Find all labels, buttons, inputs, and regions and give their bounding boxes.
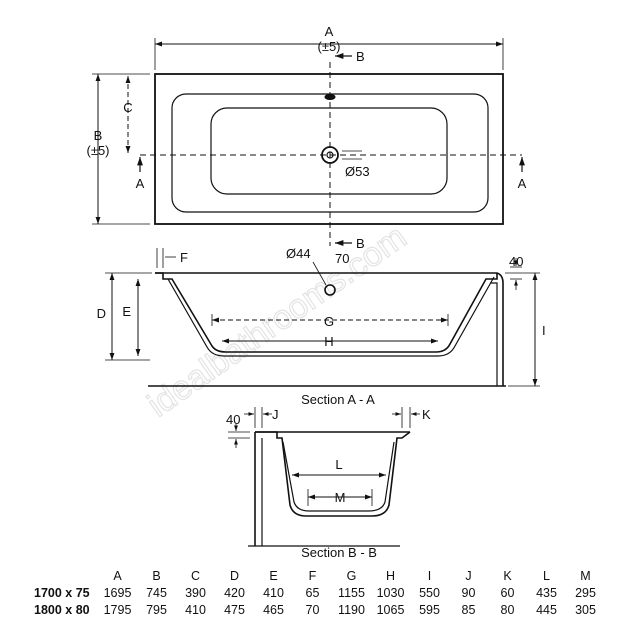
dimension-table-header: A B C D E F G H I J K L M — [34, 567, 605, 584]
table-cell: 1030 — [376, 585, 405, 600]
col-header-e: E — [269, 568, 278, 583]
row-label: 1700 x 75 — [34, 585, 90, 600]
col-header-i: I — [427, 568, 432, 583]
table-cell: 90 — [461, 585, 476, 600]
table-cell: 1795 — [103, 602, 132, 617]
section-bb-profile — [255, 431, 411, 517]
rim-offset-label-bb: 40 — [226, 412, 240, 427]
col-header-f: F — [308, 568, 317, 583]
section-aa-caption: Section A - A — [301, 392, 375, 407]
table-cell: 475 — [224, 602, 245, 617]
dimension-table: A B C D E F G H I J K L M 1700 x 75 1695… — [34, 567, 605, 618]
section-marker-a-left: A — [136, 176, 145, 191]
section-marker-b-bottom: B — [356, 236, 365, 251]
col-header-k: K — [503, 568, 512, 583]
table-cell: 410 — [185, 602, 206, 617]
plan-view — [92, 38, 525, 246]
table-cell: 595 — [419, 602, 440, 617]
col-header-d: D — [229, 568, 240, 583]
table-cell: 435 — [536, 585, 557, 600]
col-header-h: H — [385, 568, 396, 583]
dim-tolerance-a: (±5) — [317, 39, 340, 54]
table-cell: 550 — [419, 585, 440, 600]
waste-diameter-label: Ø53 — [345, 164, 370, 179]
section-aa-profile — [155, 272, 498, 353]
section-aa — [105, 248, 540, 387]
table-cell: 80 — [500, 602, 515, 617]
table-cell: 1695 — [103, 585, 132, 600]
plan-outline — [154, 73, 504, 225]
dim-label-i: I — [542, 323, 546, 338]
table-cell: 1065 — [376, 602, 405, 617]
dim-label-j: J — [272, 407, 279, 422]
dim-label-b: B — [94, 128, 103, 143]
dim-label-m: M — [335, 490, 346, 505]
col-header-l: L — [543, 568, 550, 583]
table-corner — [34, 567, 98, 584]
dim-label-c: C — [123, 100, 132, 115]
dim-label-f: F — [180, 250, 188, 265]
dim-tolerance-b: (±5) — [86, 143, 109, 158]
col-header-c: C — [190, 568, 201, 583]
table-cell: 410 — [263, 585, 284, 600]
table-cell: 295 — [575, 585, 596, 600]
dim-label-h: H — [324, 334, 333, 349]
overflow-diameter-label: Ø44 — [286, 246, 311, 261]
col-header-a: A — [113, 568, 122, 583]
section-marker-a-right: A — [518, 176, 527, 191]
dim-label-a: A — [325, 24, 334, 39]
table-cell: 795 — [146, 602, 167, 617]
table-cell: 1155 — [338, 585, 365, 600]
section-bb — [228, 407, 420, 547]
table-cell: 1190 — [338, 602, 365, 617]
plan-basin — [210, 107, 448, 195]
table-cell: 390 — [185, 585, 206, 600]
col-header-g: G — [346, 568, 357, 583]
overflow-offset-label: 70 — [335, 251, 349, 266]
table-cell: 65 — [305, 585, 320, 600]
table-cell: 745 — [146, 585, 167, 600]
dim-label-e: E — [122, 304, 131, 319]
table-row: 1800 x 80 1795 795 410 475 465 70 1190 1… — [34, 601, 605, 618]
section-bb-caption: Section B - B — [301, 545, 377, 560]
table-cell: 85 — [461, 602, 476, 617]
dim-label-k: K — [422, 407, 431, 422]
table-cell: 445 — [536, 602, 557, 617]
col-header-m: M — [580, 568, 591, 583]
table-cell: 60 — [500, 585, 515, 600]
dim-label-g: G — [324, 314, 334, 329]
col-header-j: J — [465, 568, 472, 583]
table-row: 1700 x 75 1695 745 390 420 410 65 1155 1… — [34, 584, 605, 601]
table-cell: 420 — [224, 585, 245, 600]
section-marker-b-top: B — [356, 49, 365, 64]
overflow-hole — [324, 284, 336, 296]
rim-offset-label-aa: 40 — [509, 254, 523, 269]
table-cell: 70 — [305, 602, 320, 617]
col-header-b: B — [152, 568, 161, 583]
table-cell: 305 — [575, 602, 596, 617]
row-label: 1800 x 80 — [34, 602, 90, 617]
dim-label-l: L — [335, 457, 342, 472]
table-cell: 465 — [263, 602, 284, 617]
dim-label-d: D — [97, 306, 106, 321]
